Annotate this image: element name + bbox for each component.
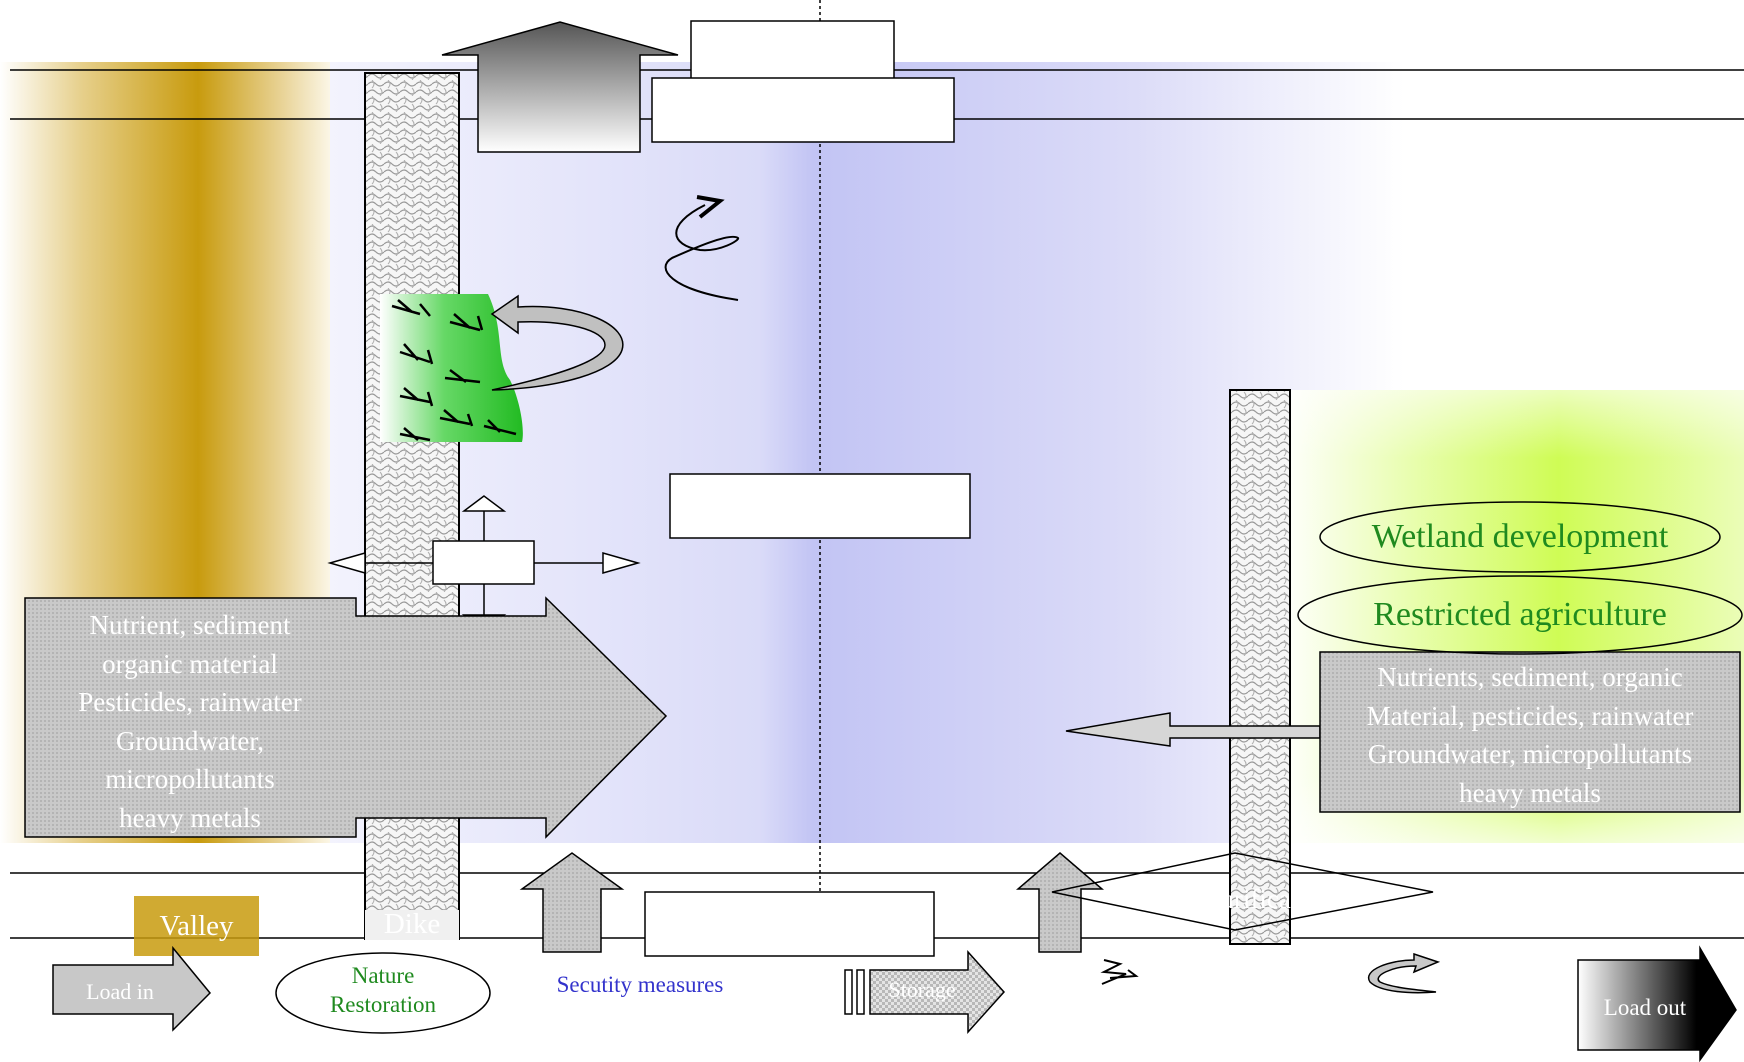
load-out-label: Load out bbox=[1585, 994, 1705, 1023]
dike-label: Dike bbox=[365, 906, 459, 942]
water-purification-label: Waterpurification bbox=[1108, 883, 1368, 917]
valley-left-label: Valley bbox=[134, 908, 259, 944]
nutrients-out-label: Nutrients, sediment, organic Material, p… bbox=[1320, 658, 1740, 812]
valley-right-label: Valley bbox=[1500, 900, 1620, 936]
top-box-upper bbox=[691, 21, 894, 85]
nature-restoration-label: Nature Restoration bbox=[290, 962, 476, 1020]
up-arrow-storage bbox=[1018, 853, 1102, 952]
load-in-label: Load in bbox=[60, 978, 180, 1006]
small-squiggle-icon bbox=[1102, 960, 1136, 984]
center-box bbox=[670, 474, 970, 538]
small-return-arrow bbox=[1369, 954, 1438, 993]
top-box-lower bbox=[652, 78, 954, 142]
security-measures-label: Secutity measures bbox=[530, 971, 750, 1000]
nutrients-in-label: Nutrient, sediment organic material Pest… bbox=[40, 606, 340, 837]
storage-label: Storage bbox=[872, 976, 972, 1004]
restricted-agriculture-label: Restricted agriculture bbox=[1298, 594, 1742, 637]
wetland-development-label: Wetland development bbox=[1320, 516, 1720, 559]
dike-right bbox=[1230, 390, 1290, 944]
up-arrow-security bbox=[522, 853, 622, 952]
bottom-center-box bbox=[645, 892, 934, 956]
